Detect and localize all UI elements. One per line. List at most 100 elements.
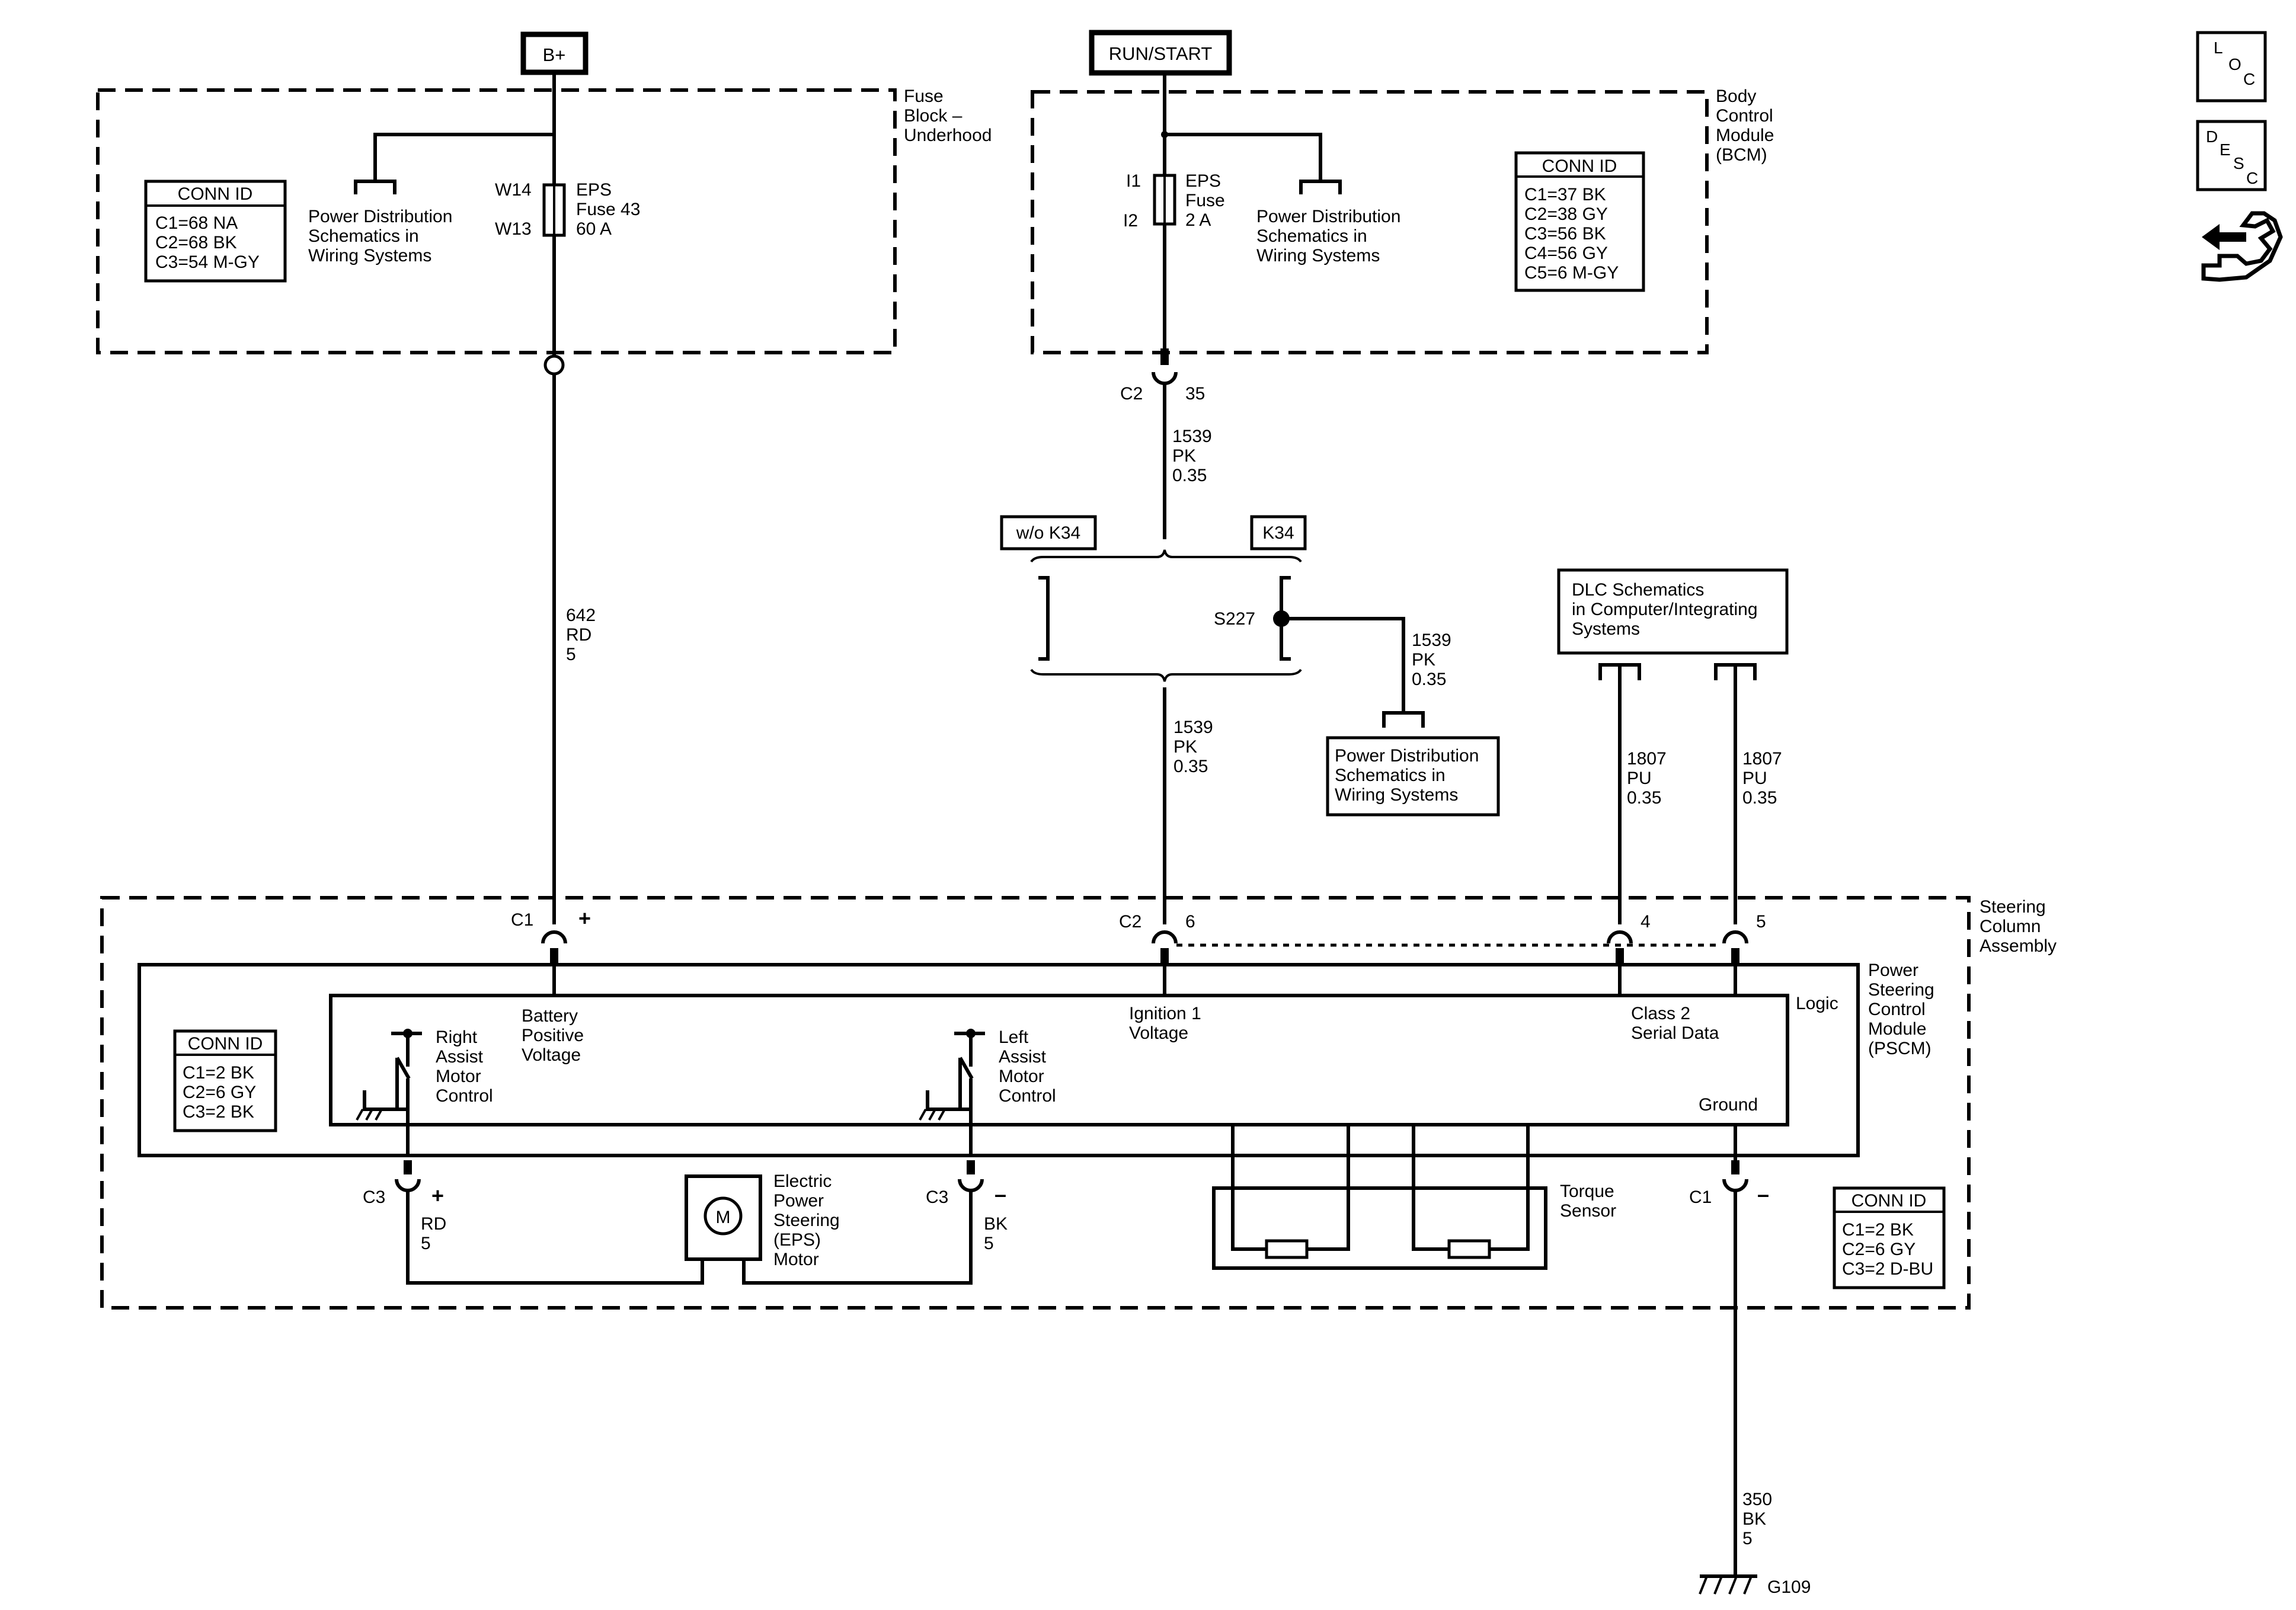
svg-text:Module: Module bbox=[1716, 126, 1774, 145]
svg-text:Steering: Steering bbox=[773, 1211, 840, 1230]
svg-text:Power Distribution: Power Distribution bbox=[1256, 207, 1400, 226]
svg-text:Fuse: Fuse bbox=[904, 87, 944, 106]
dlc-schematics-ref[interactable]: DLC Schematics in Computer/Integrating S… bbox=[1557, 568, 1789, 655]
loc-icon[interactable]: L O C bbox=[2196, 31, 2267, 103]
wire-642-label: 642 RD 5 bbox=[566, 606, 596, 664]
svg-text:Battery: Battery bbox=[522, 1006, 578, 1026]
wire-1539-a-label: 1539 PK 0.35 bbox=[1172, 427, 1212, 485]
svg-text:C1=2 BK: C1=2 BK bbox=[1842, 1220, 1914, 1240]
desc-icon[interactable]: D E S C bbox=[2196, 120, 2267, 191]
svg-text:Positive: Positive bbox=[522, 1026, 584, 1045]
svg-text:D: D bbox=[2206, 127, 2218, 146]
svg-text:Block –: Block – bbox=[904, 106, 962, 126]
splice-s227-label: S227 bbox=[1214, 609, 1255, 629]
svg-text:E: E bbox=[2220, 140, 2231, 159]
svg-text:Torque: Torque bbox=[1560, 1182, 1614, 1201]
pscm-c3-plus-label: C3 bbox=[363, 1188, 385, 1207]
ignition-voltage-label: Ignition 1 Voltage bbox=[1129, 1004, 1201, 1043]
pscm-c1-plus-connector bbox=[541, 930, 567, 964]
svg-text:Steering: Steering bbox=[1980, 897, 2046, 917]
pscm-c2-connector bbox=[1152, 930, 1178, 964]
wire-1807-a-label: 1807 PU 0.35 bbox=[1627, 749, 1667, 808]
svg-text:Systems: Systems bbox=[1572, 619, 1640, 639]
svg-text:Class 2: Class 2 bbox=[1631, 1004, 1690, 1023]
power-distribution-ref-3[interactable]: Power Distribution Schematics in Wiring … bbox=[1326, 736, 1500, 817]
svg-text:w/o K34: w/o K34 bbox=[1016, 523, 1080, 543]
pscm-c2-label: C2 bbox=[1119, 912, 1141, 932]
svg-text:Motor: Motor bbox=[436, 1067, 481, 1086]
run-start-label-box: RUN/START bbox=[1089, 30, 1232, 76]
without-k34-jumper bbox=[1038, 576, 1050, 661]
svg-text:CONN ID: CONN ID bbox=[1542, 156, 1617, 176]
pscm-conn-id-left: CONN ID C1=2 BK C2=6 GY C3=2 BK bbox=[173, 1029, 277, 1132]
svg-text:C3=2 BK: C3=2 BK bbox=[183, 1102, 254, 1122]
svg-text:C4=56 GY: C4=56 GY bbox=[1524, 244, 1608, 263]
fuse-43-label: EPS Fuse 43 60 A bbox=[576, 180, 640, 239]
pscm-c3-minus-sign: – bbox=[994, 1182, 1006, 1206]
steering-column-title: Steering Column Assembly bbox=[1980, 897, 2057, 956]
eps-fuse-top-pin: I1 bbox=[1126, 171, 1141, 191]
svg-text:C: C bbox=[2243, 70, 2255, 88]
svg-text:0.35: 0.35 bbox=[1172, 466, 1207, 485]
right-assist-label: Right Assist Motor Control bbox=[436, 1028, 493, 1106]
fuse-43-bottom-pin: W13 bbox=[495, 219, 532, 239]
svg-text:Electric: Electric bbox=[773, 1172, 832, 1191]
svg-text:Control: Control bbox=[1716, 106, 1773, 126]
option-without-k34: w/o K34 bbox=[1000, 515, 1097, 550]
svg-text:RD: RD bbox=[421, 1214, 446, 1234]
svg-text:Schematics in: Schematics in bbox=[308, 226, 419, 246]
pscm-c3-plus-sign: + bbox=[431, 1183, 444, 1208]
svg-text:5: 5 bbox=[421, 1234, 431, 1253]
svg-text:M: M bbox=[716, 1208, 731, 1227]
swap-icon[interactable] bbox=[2201, 211, 2283, 282]
svg-text:RD: RD bbox=[566, 625, 591, 645]
pscm-pin5-connector bbox=[1722, 930, 1748, 964]
svg-text:C2=68 BK: C2=68 BK bbox=[155, 233, 237, 252]
eps-motor-label: Electric Power Steering (EPS) Motor bbox=[773, 1172, 840, 1269]
left-assist-switch bbox=[919, 1029, 985, 1156]
svg-text:CONN ID: CONN ID bbox=[188, 1034, 263, 1054]
eps-fuse-bottom-pin: I2 bbox=[1123, 211, 1138, 231]
power-ref-connector-1 bbox=[354, 180, 396, 194]
svg-text:Ignition 1: Ignition 1 bbox=[1129, 1004, 1201, 1023]
battery-label: B+ bbox=[543, 44, 566, 65]
svg-text:EPS: EPS bbox=[576, 180, 612, 200]
eps-motor: M bbox=[685, 1174, 762, 1261]
svg-text:Right: Right bbox=[436, 1028, 478, 1047]
svg-text:Power Distribution: Power Distribution bbox=[308, 207, 452, 226]
svg-text:Schematics in: Schematics in bbox=[1335, 766, 1446, 785]
pscm-c1-minus-sign: – bbox=[1757, 1182, 1769, 1206]
ground-symbol-g109 bbox=[1699, 1574, 1757, 1595]
pscm-conn-id-right: CONN ID C1=2 BK C2=6 GY C3=2 D-BU bbox=[1833, 1186, 1946, 1289]
svg-text:C2=6 GY: C2=6 GY bbox=[1842, 1240, 1916, 1259]
svg-text:C2=6 GY: C2=6 GY bbox=[183, 1083, 256, 1102]
svg-text:Voltage: Voltage bbox=[1129, 1023, 1188, 1043]
ground-g109-label: G109 bbox=[1767, 1577, 1811, 1597]
pscm-logic-box bbox=[329, 994, 1789, 1126]
ground-label: Ground bbox=[1699, 1095, 1758, 1115]
svg-text:BK: BK bbox=[1742, 1509, 1766, 1529]
pscm-c1-label: C1 bbox=[511, 910, 533, 930]
svg-text:1807: 1807 bbox=[1742, 749, 1782, 769]
svg-text:5: 5 bbox=[984, 1234, 994, 1253]
svg-text:Sensor: Sensor bbox=[1560, 1201, 1616, 1221]
svg-text:Wiring Systems: Wiring Systems bbox=[1256, 246, 1380, 265]
fuse-block-boundary bbox=[96, 88, 897, 354]
power-distribution-ref-2[interactable]: Power Distribution Schematics in Wiring … bbox=[1256, 207, 1400, 265]
svg-text:1807: 1807 bbox=[1627, 749, 1667, 769]
option-k34: K34 bbox=[1250, 515, 1307, 550]
svg-text:C1=68 NA: C1=68 NA bbox=[155, 213, 238, 233]
svg-text:Power: Power bbox=[1868, 961, 1918, 980]
svg-text:0.35: 0.35 bbox=[1627, 788, 1661, 808]
inline-connector-c1 bbox=[543, 354, 565, 376]
power-distribution-ref-1[interactable]: Power Distribution Schematics in Wiring … bbox=[308, 207, 452, 265]
option-bottom-bracket bbox=[1030, 668, 1302, 682]
battery-label-box: B+ bbox=[520, 31, 589, 75]
svg-text:1539: 1539 bbox=[1173, 718, 1213, 737]
svg-text:(EPS): (EPS) bbox=[773, 1230, 821, 1250]
svg-text:Motor: Motor bbox=[773, 1250, 819, 1269]
svg-text:PK: PK bbox=[1172, 446, 1196, 466]
pscm-c3-minus-connector bbox=[958, 1160, 984, 1192]
bcm-boundary bbox=[1031, 90, 1709, 354]
battery-positive-voltage-label: Battery Positive Voltage bbox=[522, 1006, 584, 1065]
